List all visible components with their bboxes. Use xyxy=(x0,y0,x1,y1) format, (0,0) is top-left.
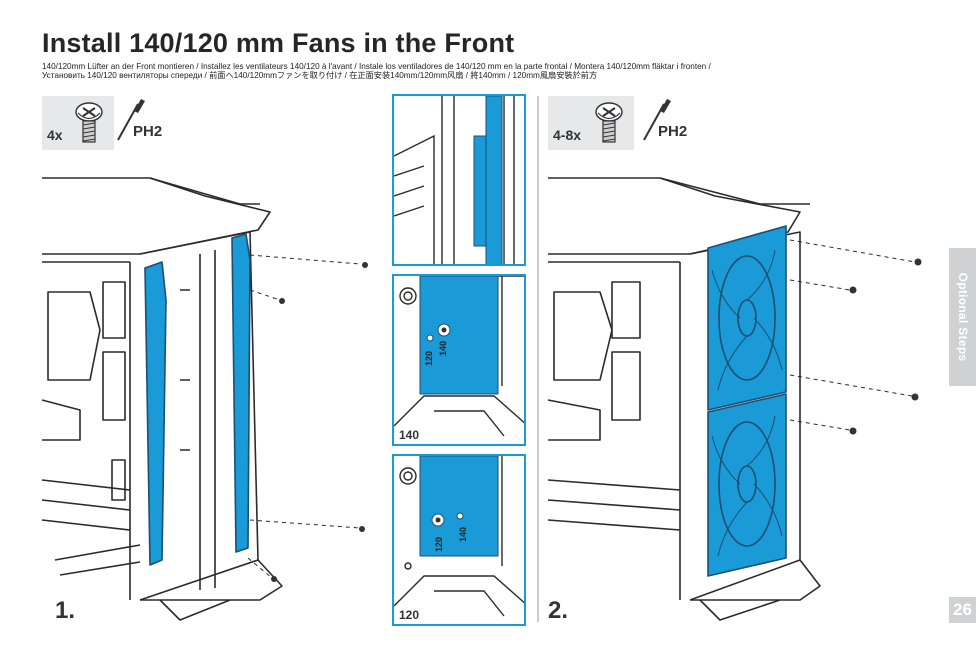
detail-panel-140: 140 120 140 xyxy=(392,274,526,446)
detail-140-mark-140: 140 xyxy=(438,341,448,356)
detail-120-mark-120: 120 xyxy=(434,537,444,552)
screw-icon xyxy=(595,102,623,143)
step1-case-drawing xyxy=(41,177,283,621)
step2-label: 2. xyxy=(548,597,569,624)
page-number: 26 xyxy=(949,597,976,623)
section-tab: Optional Steps xyxy=(949,248,976,386)
subtitle-line-1: 140/120mm Lüfter an der Front montieren … xyxy=(42,62,711,71)
screw-icon xyxy=(75,102,103,143)
step2-screw-quantity: 4-8x xyxy=(553,127,582,143)
step2-tool-label: PH2 xyxy=(658,123,688,140)
step1-tool-label: PH2 xyxy=(133,123,163,140)
detail-panel-1 xyxy=(392,94,526,266)
detail-140-tag: 140 xyxy=(397,428,422,442)
detail-1-drawing xyxy=(394,96,515,264)
step1-screw-quantity: 4x xyxy=(47,127,63,143)
step1-label: 1. xyxy=(55,597,76,624)
step2-fans xyxy=(707,225,787,577)
detail-120-tag: 120 xyxy=(397,608,422,622)
multilingual-subtitle: 140/120mm Lüfter an der Front montieren … xyxy=(42,62,942,81)
detail-140-mark-120: 120 xyxy=(424,351,434,366)
step2-screw-badge: 4-8x xyxy=(548,96,634,150)
section-label: Optional Steps xyxy=(955,272,970,362)
step1-screw-badge: 4x xyxy=(42,96,114,150)
detail-panel-120: 140 120 120 xyxy=(392,454,526,626)
subtitle-line-2: Установить 140/120 вентиляторы спереди /… xyxy=(42,71,598,81)
detail-140-drawing: 140 120 xyxy=(394,276,524,437)
page-title: Install 140/120 mm Fans in the Front xyxy=(42,28,515,58)
detail-120-mark-140: 140 xyxy=(458,527,468,542)
detail-120-drawing: 140 120 xyxy=(394,456,524,617)
